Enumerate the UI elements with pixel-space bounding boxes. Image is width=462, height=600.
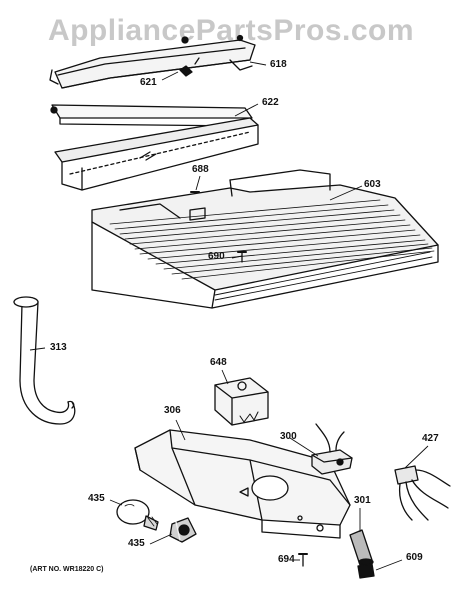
part-621-clips: [179, 57, 200, 77]
callout-306: 306: [164, 405, 181, 416]
callout-435-socket: 435: [128, 538, 145, 549]
callout-694: 694: [278, 554, 295, 565]
part-diffuser-channel: [54, 117, 259, 191]
callout-313: 313: [50, 342, 67, 353]
callout-690: 690: [208, 251, 225, 262]
callout-435-bulb: 435: [88, 493, 105, 504]
part-618-top-rail: [49, 34, 256, 89]
part-648-control: [214, 377, 269, 426]
part-300-switch: [311, 423, 353, 475]
part-427-harness: [394, 465, 451, 521]
callout-688: 688: [192, 164, 209, 175]
part-306-housing: [134, 429, 351, 539]
callout-427: 427: [422, 433, 439, 444]
part-435-bulb: [116, 499, 159, 531]
part-609-grommet: [357, 563, 375, 579]
callout-621: 621: [140, 77, 157, 88]
callout-603: 603: [364, 179, 381, 190]
callout-648: 648: [210, 357, 227, 368]
callout-300: 300: [280, 431, 297, 442]
leader-lines: [29, 61, 429, 571]
callout-622: 622: [262, 97, 279, 108]
part-435-socket: [169, 517, 197, 543]
part-301-plunger: [349, 529, 374, 566]
part-690-screw: [237, 251, 247, 263]
part-603-cover: [91, 169, 439, 309]
callout-609: 609: [406, 552, 423, 563]
part-622-shield: [50, 104, 253, 127]
art-number: (ART NO. WR18220 C): [30, 566, 104, 573]
part-313-drain-tube: [13, 296, 76, 425]
part-694-screw: [298, 553, 308, 567]
callout-618: 618: [270, 59, 287, 70]
part-603-ribs: [109, 199, 435, 280]
callout-301: 301: [354, 495, 371, 506]
